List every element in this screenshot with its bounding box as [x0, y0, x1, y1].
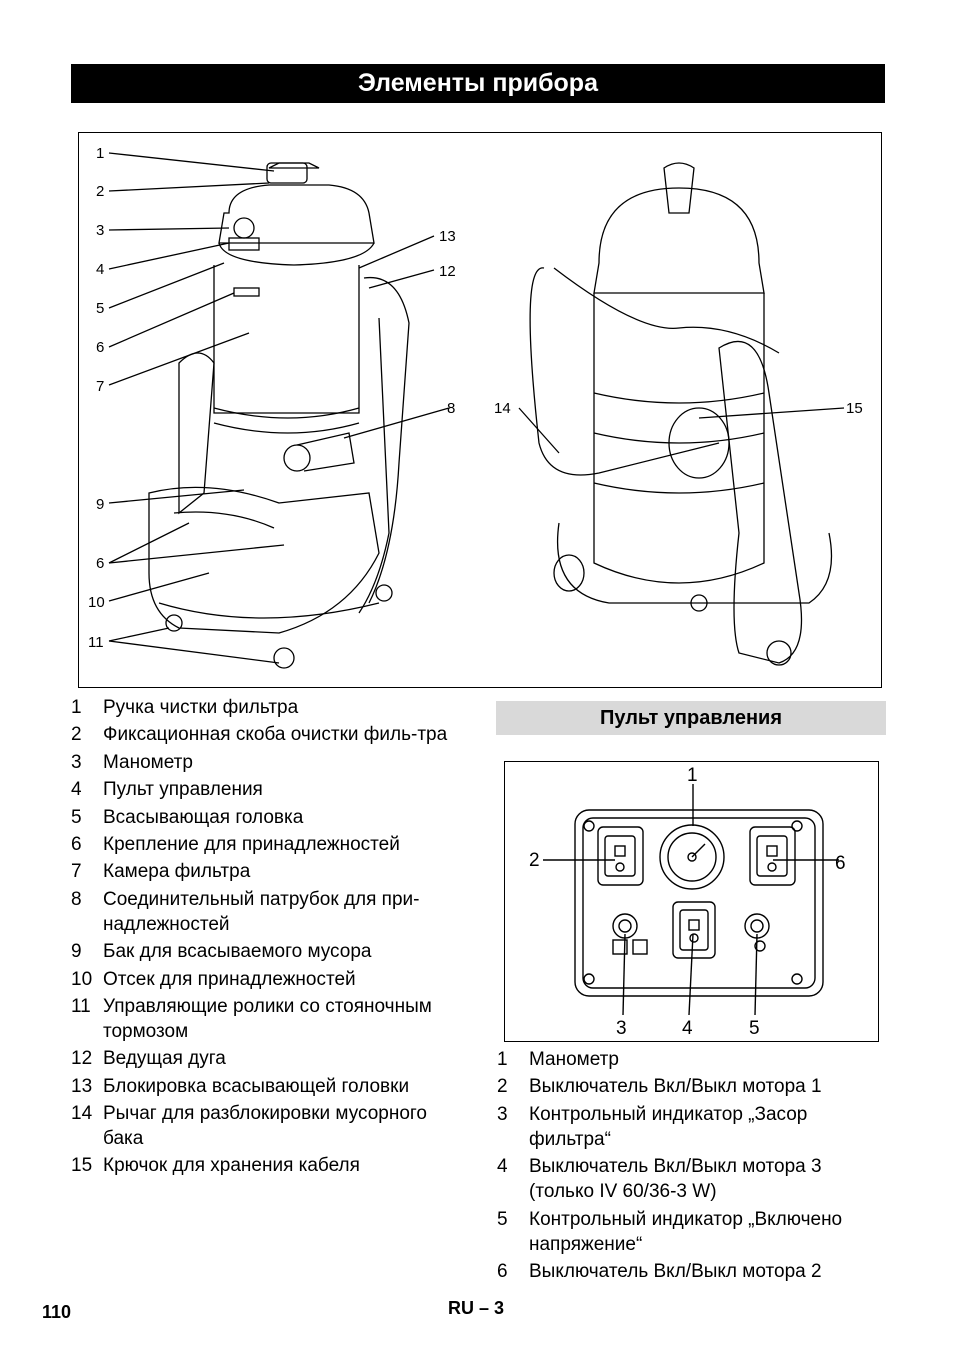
callout-4: 4	[96, 261, 104, 278]
panel-callout-5: 5	[749, 1018, 760, 1039]
callout-5: 5	[96, 300, 104, 317]
callout-8: 8	[447, 400, 455, 417]
control-panel-illustration: 1 2 6 3 4 5	[529, 765, 846, 1039]
callout-13: 13	[439, 228, 456, 245]
callout-6: 6	[96, 339, 104, 356]
panel-callout-2: 2	[529, 850, 540, 871]
panel-callout-6: 6	[835, 853, 846, 874]
callout-2: 2	[96, 183, 104, 200]
panel-callout-3: 3	[616, 1018, 627, 1039]
device-illustration: 1 2 3 4 5 6 7 9 6 10 11 13 12 8 14 15	[88, 145, 863, 669]
panel-callout-1: 1	[687, 765, 698, 786]
page-number: 110	[42, 1302, 72, 1322]
callout-6b: 6	[96, 555, 104, 572]
callout-9: 9	[96, 496, 104, 513]
control-panel-figure: 1 2 6 3 4 5	[504, 761, 879, 1042]
panel-callout-4: 4	[682, 1018, 693, 1039]
device-figure: 1 2 3 4 5 6 7 9 6 10 11 13 12 8 14 15	[78, 132, 882, 688]
callout-3: 3	[96, 222, 104, 239]
callout-14: 14	[494, 400, 511, 417]
language-label: RU – 3	[448, 1298, 505, 1318]
callout-10: 10	[88, 594, 105, 611]
callout-11: 11	[88, 634, 104, 651]
callout-12: 12	[439, 263, 456, 280]
callout-15: 15	[846, 400, 863, 417]
callout-7: 7	[96, 378, 104, 395]
page-title: Элементы прибора	[71, 64, 885, 103]
section-heading: Пульт управления	[496, 701, 886, 735]
callout-1: 1	[96, 145, 104, 162]
